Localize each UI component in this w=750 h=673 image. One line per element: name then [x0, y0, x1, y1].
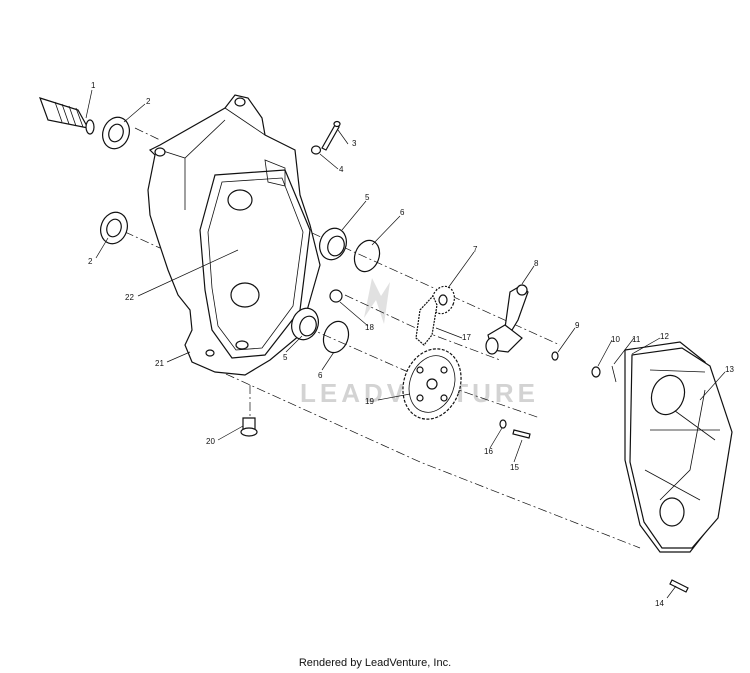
- callout-6: 6: [400, 208, 405, 217]
- callout-7: 7: [473, 245, 478, 254]
- seal-lower: [100, 211, 128, 245]
- leader-lines: [85, 89, 726, 599]
- callout-19: 19: [365, 397, 374, 406]
- bolt-3: [321, 120, 341, 151]
- chain-tensioner: [485, 284, 529, 355]
- callout-1: 1: [91, 81, 96, 90]
- callout-14: 14: [655, 599, 664, 608]
- nut-4: [310, 145, 322, 155]
- chain: [415, 294, 438, 346]
- callout-18: 18: [365, 323, 374, 332]
- callout-16: 16: [484, 447, 493, 456]
- callout-9: 9: [575, 321, 580, 330]
- sprocket-lower: [402, 348, 462, 420]
- bolt-15: [512, 429, 531, 439]
- callout-2: 2: [146, 97, 151, 106]
- callout-20: 20: [206, 437, 215, 446]
- washer-9: [551, 351, 559, 361]
- callout-2: 2: [88, 257, 93, 266]
- callout-17: 17: [462, 333, 471, 342]
- chaincase-housing: [147, 94, 321, 376]
- bushing-18: [329, 289, 343, 303]
- callout-8: 8: [534, 259, 539, 268]
- drive-shaft: [39, 97, 95, 135]
- chaincase-cover: [629, 347, 733, 549]
- callout-6: 6: [318, 371, 323, 380]
- washer-16: [499, 419, 507, 429]
- sprocket-upper: [431, 285, 455, 315]
- callout-10: 10: [611, 335, 620, 344]
- callout-21: 21: [155, 359, 164, 368]
- seal-upper: [102, 116, 130, 150]
- callout-labels: 1 2 2 3 4 5 5 6 6 7 8 9 10 11 12 13 14 1…: [88, 81, 734, 608]
- callout-22: 22: [125, 293, 134, 302]
- callout-4: 4: [339, 165, 344, 174]
- bearing-lower: [291, 307, 319, 341]
- nut-10: [591, 366, 601, 378]
- callout-12: 12: [660, 332, 669, 341]
- cover-bolt-14: [669, 579, 689, 593]
- callout-3: 3: [352, 139, 357, 148]
- footer-credit: Rendered by LeadVenture, Inc.: [298, 657, 452, 669]
- callout-5: 5: [283, 353, 288, 362]
- pin-11: [611, 365, 617, 383]
- bearing-upper: [319, 227, 347, 261]
- callout-15: 15: [510, 463, 519, 472]
- o-ring-upper: [353, 239, 381, 273]
- callout-11: 11: [632, 335, 641, 344]
- callout-13: 13: [725, 365, 734, 374]
- callout-5: 5: [365, 193, 370, 202]
- o-ring-lower: [322, 320, 350, 354]
- drain-plug: [240, 417, 258, 437]
